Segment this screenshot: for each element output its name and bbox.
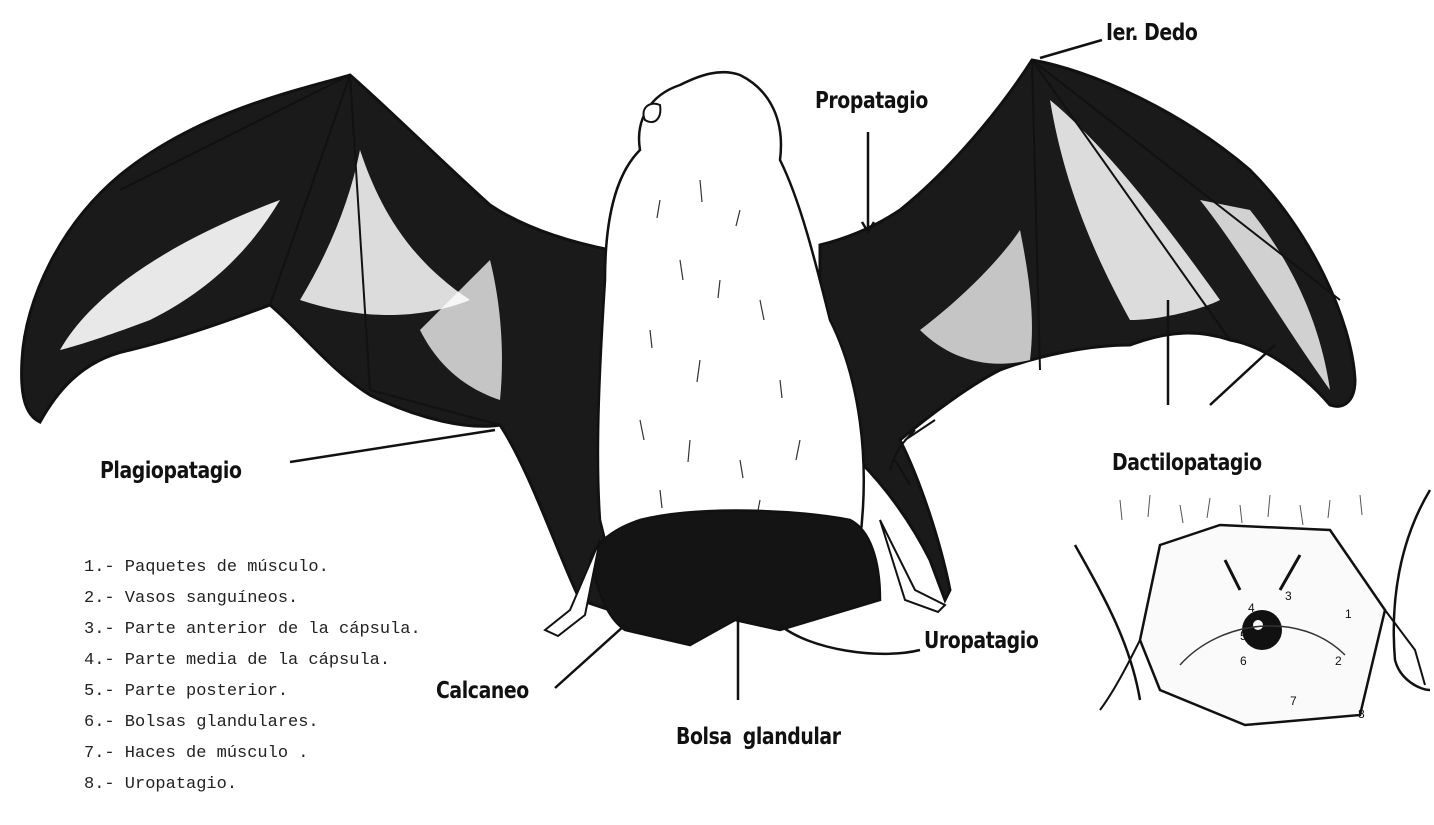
inset-number-4: 4 [1248, 601, 1255, 615]
label-dactilopatagio: Dactilopatagio [1112, 450, 1262, 476]
inset-number-1: 1 [1345, 607, 1352, 621]
legend-item: 5.- Parte posterior. [84, 676, 421, 707]
legend-item: 4.- Parte media de la cápsula. [84, 645, 421, 676]
inset-number-3: 3 [1285, 589, 1292, 603]
inset-number-2: 2 [1335, 654, 1342, 668]
label-propatagio: Propatagio [815, 88, 928, 114]
legend-item: 8.- Uropatagio. [84, 769, 421, 800]
label-calcaneo: Calcaneo [436, 678, 529, 704]
leader-calcaneo [555, 625, 625, 688]
label-plagiopatagio: Plagiopatagio [100, 458, 242, 484]
inset-number-8: 8 [1358, 707, 1365, 721]
inset-number-6: 6 [1240, 654, 1247, 668]
bat-body [598, 72, 864, 560]
inset-number-5: 5 [1240, 629, 1247, 643]
leader-plagiopatagio [290, 430, 495, 462]
legend-item: 7.- Haces de músculo . [84, 738, 421, 769]
leader-uropatagio [780, 625, 920, 654]
label-bolsa-glandular: Bolsa glandular [676, 724, 841, 750]
legend-list: 1.- Paquetes de músculo. 2.- Vasos sangu… [84, 552, 421, 800]
legend-item: 1.- Paquetes de músculo. [84, 552, 421, 583]
inset-detail: 1 2 3 4 5 6 7 8 [1075, 490, 1430, 725]
leader-dactilopatagio-2 [1210, 345, 1275, 405]
inset-number-7: 7 [1290, 694, 1297, 708]
leader-first-finger [1040, 40, 1102, 58]
legend-item: 6.- Bolsas glandulares. [84, 707, 421, 738]
legend-item: 3.- Parte anterior de la cápsula. [84, 614, 421, 645]
left-wing [22, 75, 610, 610]
uropatagium [590, 511, 880, 645]
label-first-finger: Ier. Dedo [1106, 20, 1197, 46]
legend-item: 2.- Vasos sanguíneos. [84, 583, 421, 614]
label-uropatagio: Uropatagio [924, 628, 1038, 654]
right-wing [820, 60, 1355, 600]
